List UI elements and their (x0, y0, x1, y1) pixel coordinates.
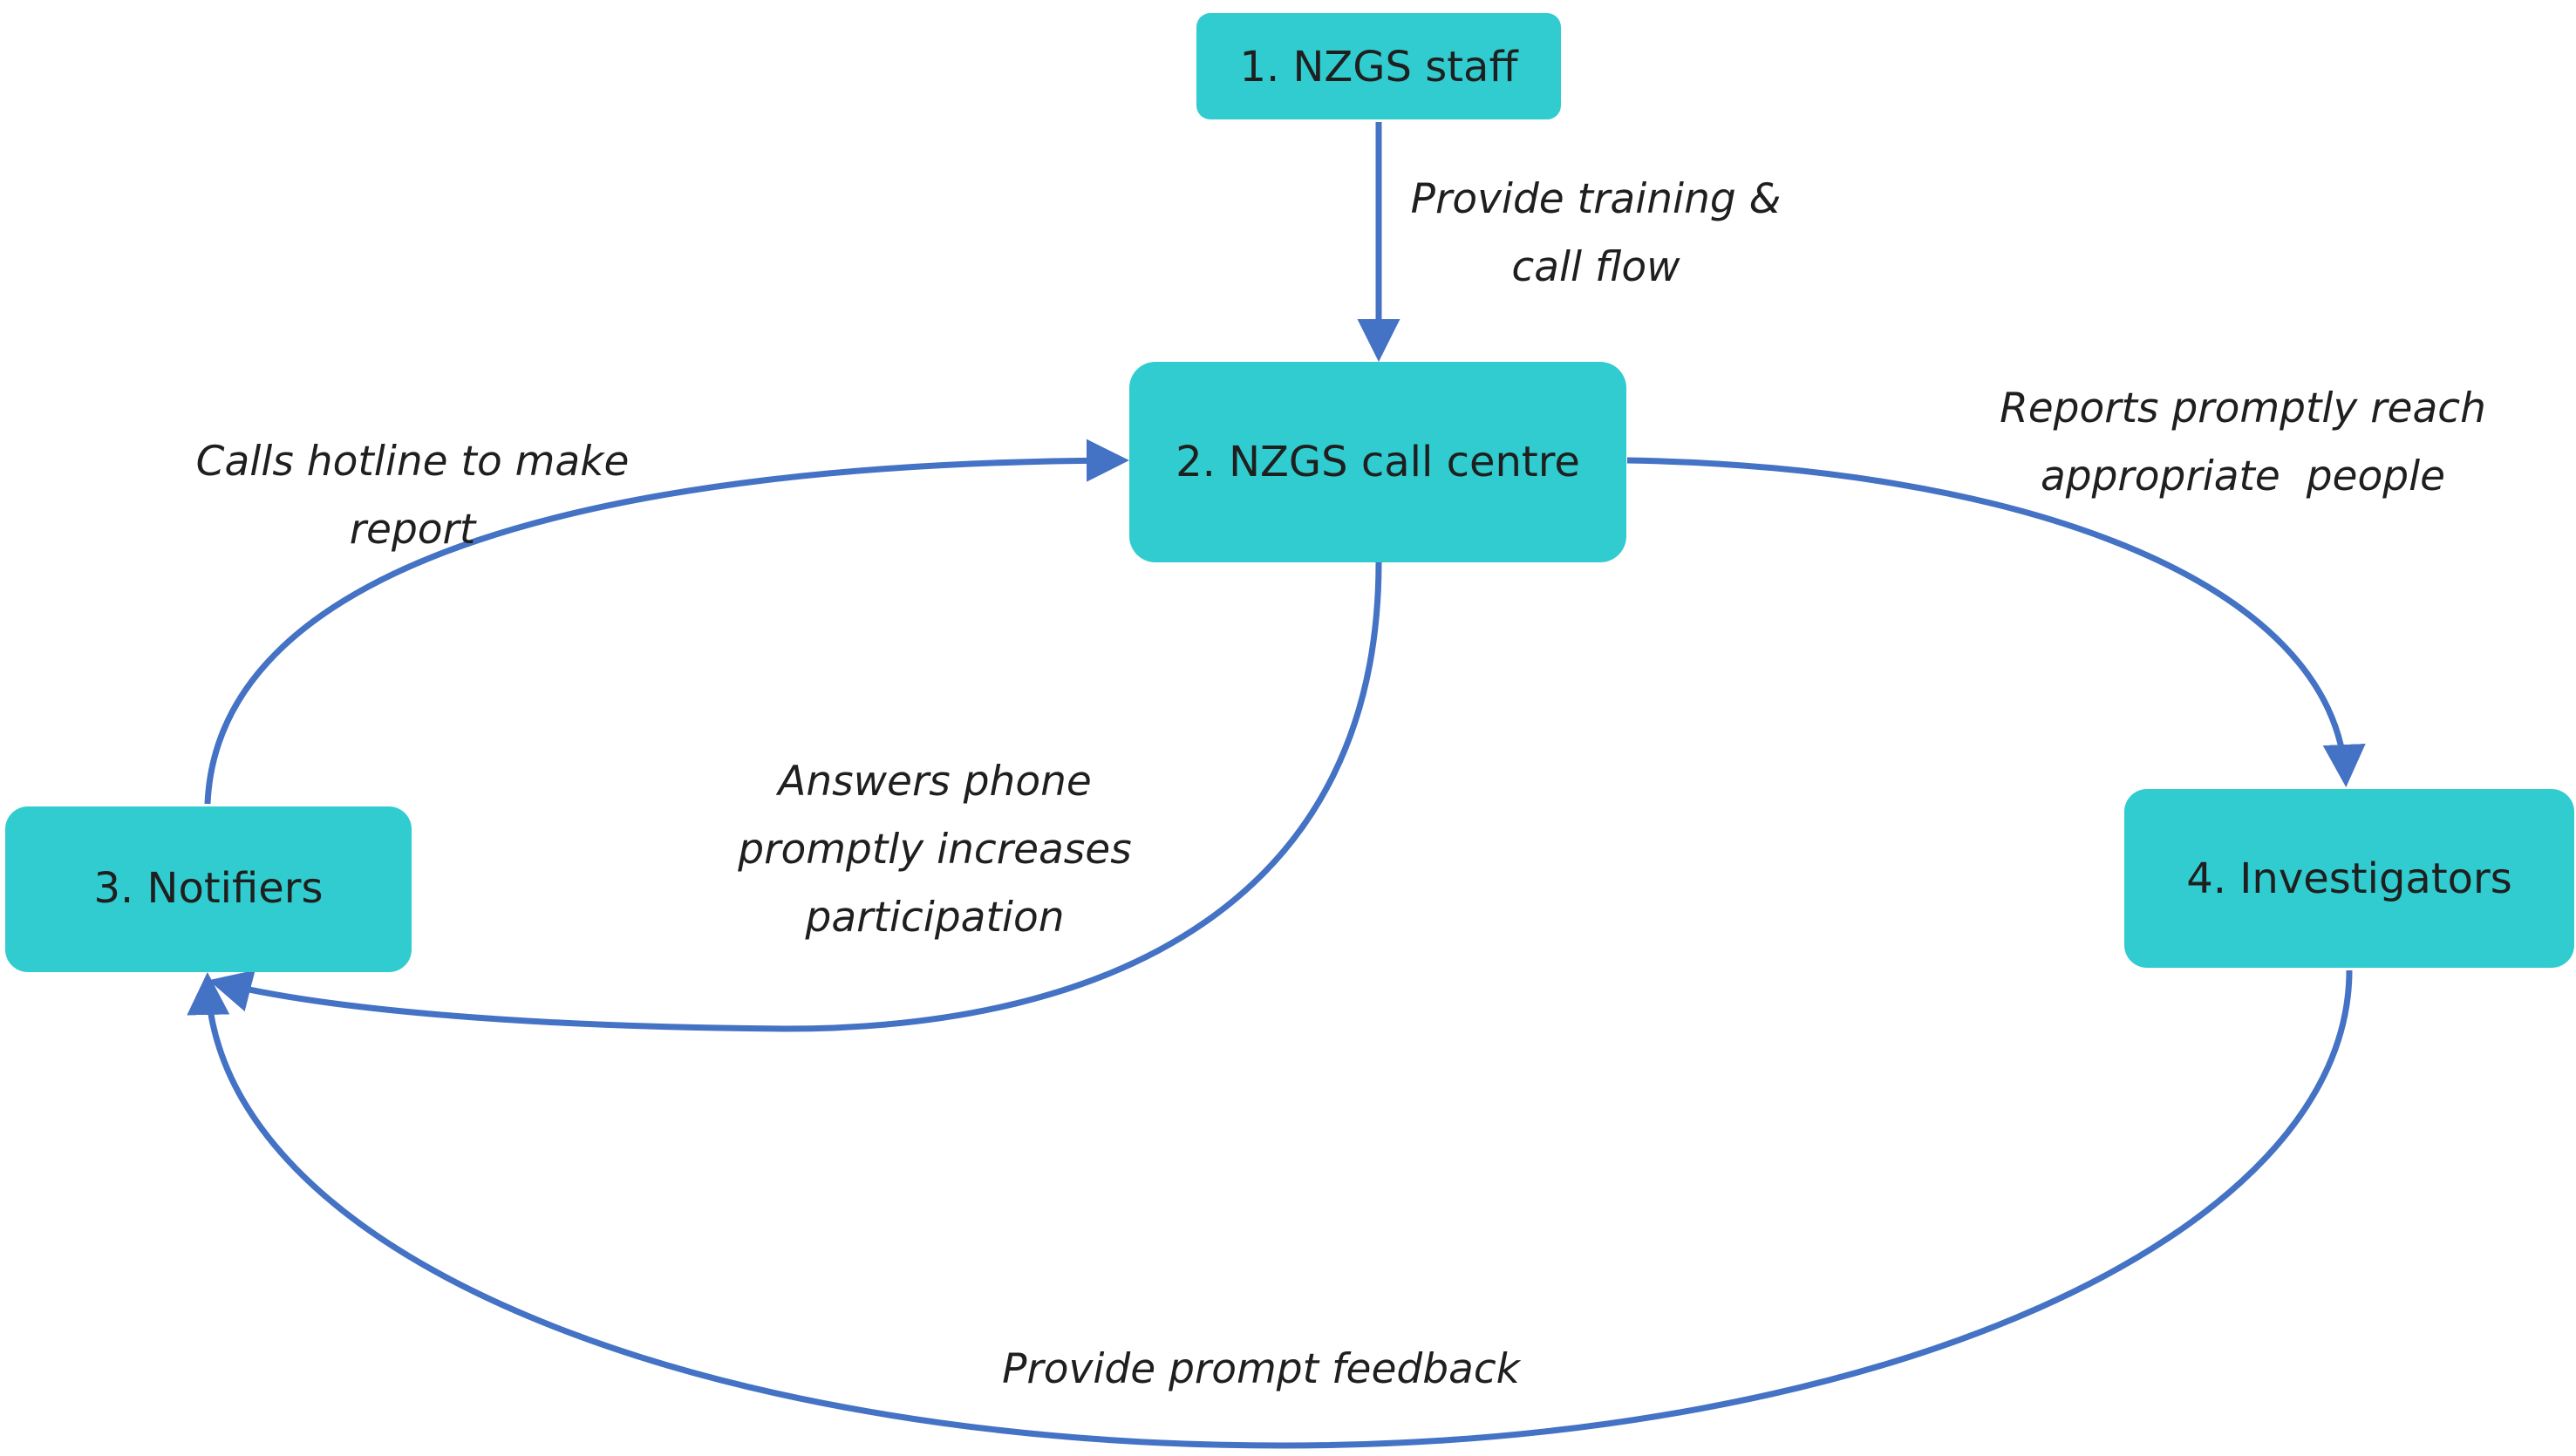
node-investigators-box (2124, 789, 2574, 968)
node-call-centre-box (1129, 362, 1626, 562)
edge-notifiers-to-call-centre (204, 439, 1129, 805)
node-call-centre: 2. NZGS call centre (1129, 362, 1626, 562)
edge-label-reports-reach: Reports promptly reach appropriate peopl… (2000, 384, 2486, 500)
node-investigators-label: 4. Investigators (2186, 854, 2512, 903)
edge-label-answers-phone: Answers phone promptly increases partici… (737, 758, 1131, 942)
node-notifiers-box (5, 806, 412, 972)
edge-label-reports-reach-line-1: Reports promptly reach (2000, 384, 2486, 432)
edge-call-centre-to-investigators (1626, 457, 2366, 787)
edge-label-training: Provide training & call flow (1411, 175, 1782, 291)
node-staff-label: 1. NZGS staff (1239, 43, 1518, 92)
edge-label-training-line-2: call flow (1511, 243, 1680, 291)
edge-label-answers-phone-line-2: promptly increases (737, 826, 1131, 874)
edge-label-feedback: Provide prompt feedback (1002, 1345, 1522, 1393)
edge-label-answers-phone-line-3: participation (804, 894, 1064, 942)
node-notifiers-label: 3. Notifiers (94, 864, 324, 913)
edge-label-calls-hotline-line-2: report (350, 506, 477, 554)
edge-investigators-to-notifiers (187, 970, 2353, 1449)
node-staff: 1. NZGS staff (1196, 13, 1561, 119)
edge-label-calls-hotline: Calls hotline to make report (196, 438, 630, 554)
node-investigators: 4. Investigators (2124, 789, 2574, 968)
node-staff-box (1196, 13, 1561, 119)
node-notifiers: 3. Notifiers (5, 806, 412, 972)
edge-label-feedback-line-1: Provide prompt feedback (1002, 1345, 1522, 1393)
edge-label-answers-phone-line-1: Answers phone (775, 758, 1092, 806)
edge-label-training-line-1: Provide training & (1411, 175, 1782, 223)
edge-label-calls-hotline-line-1: Calls hotline to make (196, 438, 630, 486)
edges (187, 122, 2366, 1449)
node-call-centre-label: 2. NZGS call centre (1176, 438, 1580, 486)
edge-call-centre-to-notifiers (208, 561, 1382, 1032)
edge-label-reports-reach-line-2: appropriate people (2041, 452, 2445, 500)
